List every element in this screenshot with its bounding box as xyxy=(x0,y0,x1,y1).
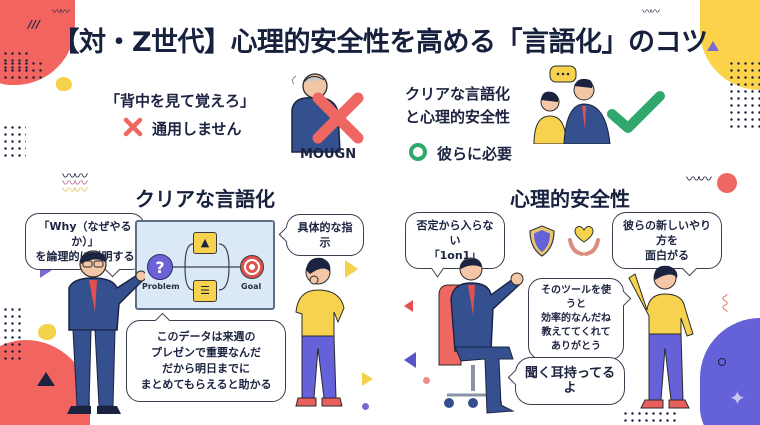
figure-label: MOUGN xyxy=(300,147,357,162)
bubble-line: 彼らの新しいやり方を xyxy=(623,219,711,247)
seated-boss-illustration xyxy=(425,255,535,420)
decor-sparkle: ✦ xyxy=(729,386,746,410)
speech-bubble-specific: 具体的な指示 xyxy=(286,214,364,256)
decor-wave: 〰〰 xyxy=(62,176,88,192)
problem-label: Problem xyxy=(142,282,180,291)
bubble-line: このデータは来週の xyxy=(156,330,256,343)
old-style-quote: 「背中を見て覚えろ」 xyxy=(105,92,256,110)
problem-goal-board: ? Problem ▲ ☰ Goal xyxy=(135,220,275,310)
org-chart-icon: ▲ xyxy=(193,232,217,254)
needed-text: 彼らに必要 xyxy=(437,145,513,163)
speech-bubble-tool: そのツールを使うと 効率的なんだね 教えててくれて ありがとう xyxy=(528,278,624,360)
red-x-icon xyxy=(122,116,144,138)
decor-dots xyxy=(2,50,30,72)
bubble-line: ありがとう xyxy=(551,341,601,352)
bubble-line: 否定から入らない xyxy=(416,219,494,247)
big-red-x-icon xyxy=(308,88,368,148)
decor-wave: 〰〰 xyxy=(62,183,88,199)
decor-triangle xyxy=(404,300,413,312)
bubble-line: そのツールを使うと xyxy=(541,285,611,310)
decor-dot xyxy=(423,377,430,384)
bubble-line: 「Why（なぜやるか）」 xyxy=(38,220,132,248)
bubble-line: まとめてもらえると助かる xyxy=(140,378,272,391)
decor-ring xyxy=(718,358,726,366)
decor-slashes: /// xyxy=(28,18,41,31)
bubble-line: 面白がる xyxy=(645,249,689,262)
decor-yellow-blob xyxy=(38,324,56,340)
speech-bubble-1on1: 否定から入らない 「1on1」 xyxy=(405,212,505,269)
decor-wave: 〰〰 xyxy=(686,172,712,188)
green-check-icon xyxy=(606,90,666,136)
clear-verbalization-heading: クリアな言語化 xyxy=(135,187,275,211)
shield-icon xyxy=(528,224,556,258)
bubble-line: 教えててくれて xyxy=(541,327,611,338)
mentor-and-youth-illustration xyxy=(528,64,618,145)
needed-heading: クリアな言語化 と心理的安全性 xyxy=(405,83,510,129)
psych-safety-heading: 心理的安全性 xyxy=(510,187,630,211)
goal-label: Goal xyxy=(241,282,262,291)
decor-triangle xyxy=(707,41,719,51)
young-employee-waving-illustration xyxy=(625,264,705,414)
decor-wave: 〰〰 xyxy=(52,7,70,18)
bubble-line: だから明日までに xyxy=(162,362,250,375)
speech-bubble-new-ways: 彼らの新しいやり方を 面白がる xyxy=(612,212,722,269)
young-employee-thinking-illustration xyxy=(286,252,356,412)
page-title: 【対・Z世代】心理的安全性を高める「言語化」のコツ xyxy=(52,27,708,58)
decor-triangle xyxy=(404,352,416,368)
decor-triangle xyxy=(345,260,358,278)
flow-connector xyxy=(173,243,241,291)
decor-wave: 〰〰 xyxy=(62,169,88,185)
decor-dots xyxy=(728,60,760,132)
bubble-line: 効率的なんだね xyxy=(541,313,611,324)
bubble-line: プレゼンで重要なんだ xyxy=(151,346,261,359)
decor-triangle xyxy=(37,372,55,386)
green-circle-icon xyxy=(409,143,427,161)
needed-line-2: と心理的安全性 xyxy=(405,108,511,126)
needed-line-1: クリアな言語化 xyxy=(405,85,511,103)
decor-dots xyxy=(2,124,26,160)
decor-dot xyxy=(362,403,369,410)
target-icon xyxy=(240,255,264,279)
decor-dots xyxy=(622,410,678,424)
decor-squiggle: 〰 xyxy=(713,294,734,312)
speech-bubble-example: このデータは来週の プレゼンで重要なんだ だから明日までに まとめてもらえると助… xyxy=(126,320,286,402)
decor-red-circle xyxy=(717,173,737,193)
not-applicable-text: 通用しません xyxy=(152,120,242,138)
checklist-icon: ☰ xyxy=(193,280,217,302)
heart-in-hands-icon xyxy=(566,222,602,258)
decor-wave: 〰〰 xyxy=(642,7,660,18)
boss-pointing-illustration xyxy=(55,248,147,418)
question-icon: ? xyxy=(147,254,173,280)
decor-yellow-blob xyxy=(56,77,72,91)
decor-dots xyxy=(2,306,24,362)
speech-bubble-listen: 聞く耳持ってるよ xyxy=(515,357,625,405)
decor-triangle xyxy=(362,372,373,386)
